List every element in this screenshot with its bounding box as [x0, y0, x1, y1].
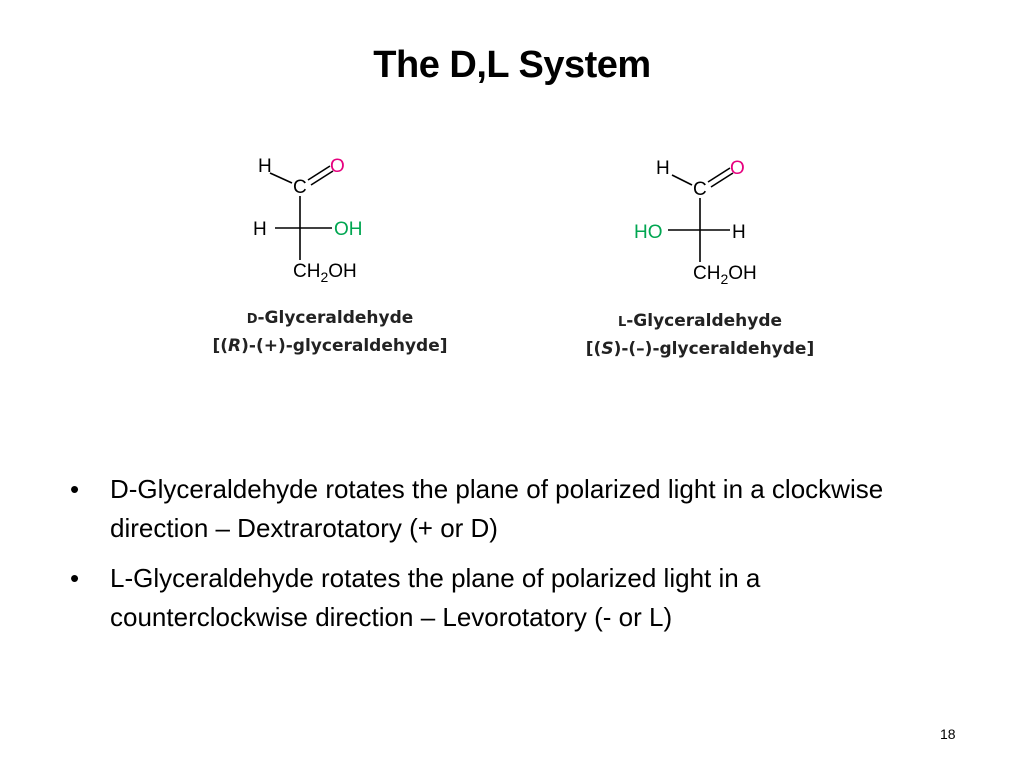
- l-caption-line1: L-Glyceraldehyde: [617, 311, 783, 331]
- atom-left: H: [253, 219, 267, 240]
- bond-h-c: [671, 174, 693, 186]
- atom-c: C: [693, 179, 707, 200]
- bond-c-o-1: [307, 165, 331, 181]
- bullet-item-levorotatory: • L-Glyceraldehyde rotates the plane of …: [70, 559, 950, 637]
- d-caption-line2: [(R)-(+)-glyceraldehyde]: [212, 336, 448, 356]
- atom-bottom-group: CH2OH: [293, 261, 357, 285]
- bullet-list: • D-Glyceraldehyde rotates the plane of …: [70, 470, 950, 648]
- bullet-marker: •: [70, 563, 80, 593]
- atom-left: HO: [634, 222, 663, 243]
- atom-bottom-group: CH2OH: [693, 263, 757, 287]
- d-glyceraldehyde-structure: H C O H OH CH2OH: [240, 148, 400, 288]
- slide-title: The D,L System: [373, 44, 651, 86]
- atom-right: OH: [334, 219, 363, 240]
- bullet-marker: •: [70, 474, 80, 504]
- atom-c: C: [293, 177, 307, 198]
- l-glyceraldehyde-structure: H C O HO H CH2OH: [634, 150, 798, 290]
- d-glyceraldehyde-svg: H C O H OH CH2OH: [253, 156, 363, 285]
- d-glyceraldehyde-caption: D-Glyceraldehyde [(R)-(+)-glyceraldehyde…: [160, 305, 500, 359]
- atom-h-top: H: [258, 156, 272, 177]
- bond-h-c: [269, 172, 293, 184]
- bullet-item-dextrorotatory: • D-Glyceraldehyde rotates the plane of …: [70, 470, 950, 548]
- atom-right: H: [732, 222, 746, 243]
- bond-c-o-2: [310, 170, 334, 186]
- atom-o: O: [730, 158, 745, 179]
- bullet-text: D-Glyceraldehyde rotates the plane of po…: [110, 474, 884, 543]
- bond-c-o-2: [710, 172, 734, 188]
- atom-o: O: [330, 156, 345, 177]
- d-caption-line1: D-Glyceraldehyde: [246, 308, 414, 328]
- bond-c-o-1: [707, 167, 731, 183]
- page-number: 18: [940, 726, 956, 742]
- l-glyceraldehyde-caption: L-Glyceraldehyde [(S)-(–)-glyceraldehyde…: [530, 308, 870, 362]
- atom-h-top: H: [656, 158, 670, 179]
- l-glyceraldehyde-svg: H C O HO H CH2OH: [634, 158, 757, 287]
- bullet-text: L-Glyceraldehyde rotates the plane of po…: [110, 563, 761, 632]
- l-caption-line2: [(S)-(–)-glyceraldehyde]: [585, 339, 815, 359]
